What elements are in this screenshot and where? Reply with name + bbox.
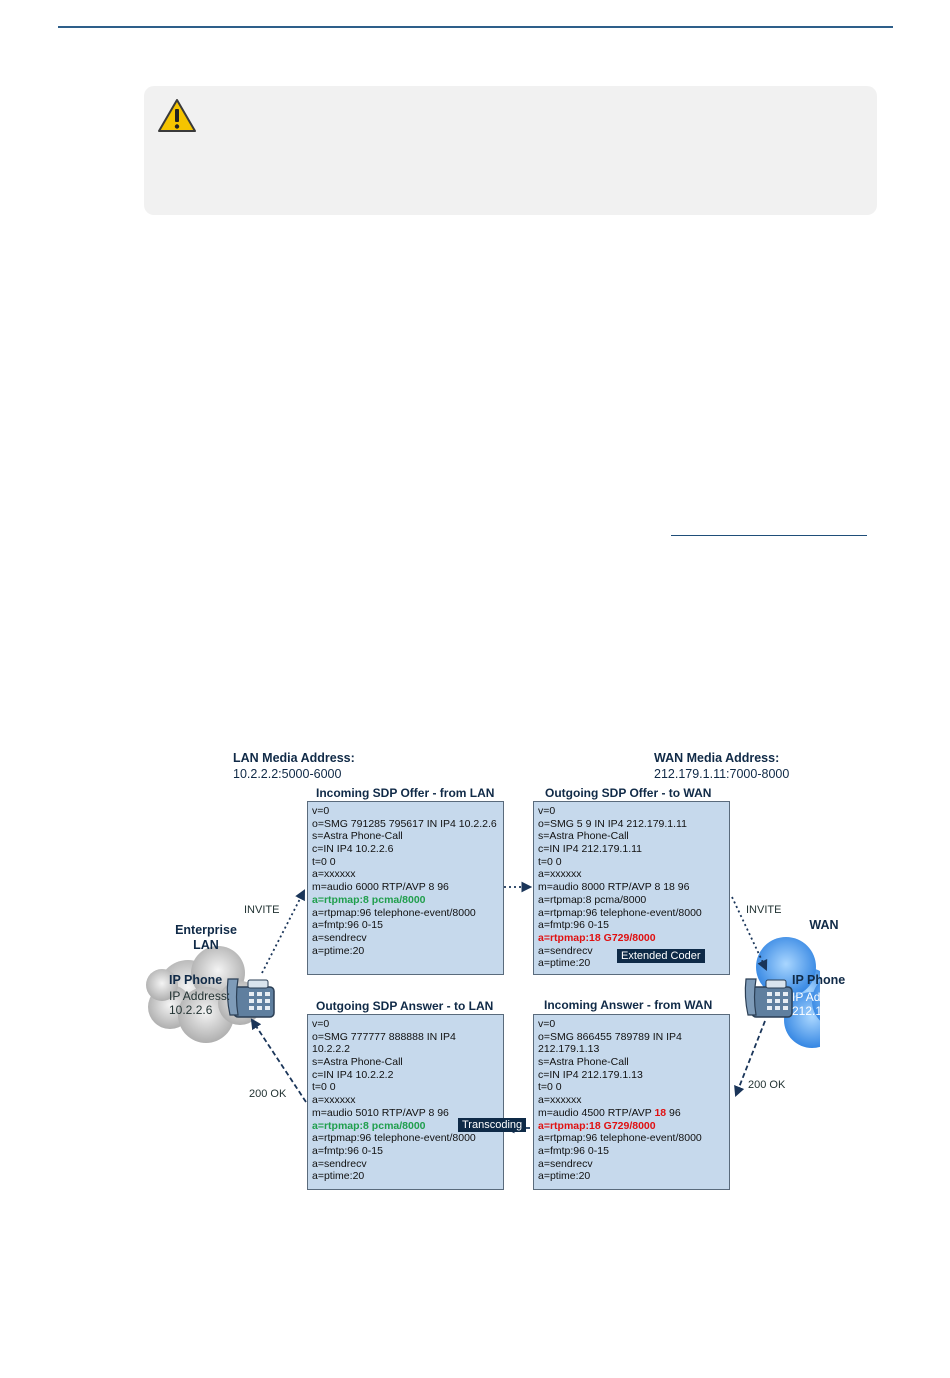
sdp-line-highlight: a=rtpmap:18 G729/8000 xyxy=(538,931,656,944)
sdp-line: m=audio 6000 RTP/AVP 8 96 xyxy=(312,881,449,894)
invite-arrow-wan xyxy=(731,896,768,971)
sdp-line: o=SMG 777777 888888 IN IP4 xyxy=(312,1030,456,1043)
sdp-line: a=sendrecv xyxy=(538,944,593,957)
sdp-line: a=xxxxxx xyxy=(538,1094,582,1107)
sdp-line-highlight: a=rtpmap:8 pcma/8000 xyxy=(312,893,426,906)
sdp-line: a=ptime:20 xyxy=(312,944,365,957)
lan-media-address: 10.2.2.2:5000-6000 xyxy=(233,767,342,781)
header-rule xyxy=(58,26,893,28)
outgoing-answer-box: v=0 o=SMG 777777 888888 IN IP4 10.2.2.2 … xyxy=(307,1014,504,1190)
lan-phone-title: IP Phone xyxy=(169,973,223,987)
incoming-offer-box: v=0 o=SMG 791285 795617 IN IP4 10.2.2.6 … xyxy=(307,801,504,975)
sdp-line: s=Astra Phone-Call xyxy=(538,1056,629,1069)
sdp-line: a=rtpmap:96 telephone-event/8000 xyxy=(312,906,476,919)
sdp-line: a=fmtp:96 0-15 xyxy=(312,919,383,932)
lan-phone-icon xyxy=(226,978,275,1018)
sdp-audio-codec-rest: 96 xyxy=(666,1106,681,1119)
incoming-offer-title: Incoming SDP Offer - from LAN xyxy=(316,786,495,800)
sdp-line: s=Astra Phone-Call xyxy=(312,1056,403,1069)
sdp-line-audio: m=audio 4500 RTP/AVP 18 96 xyxy=(538,1107,725,1120)
wan-media-title: WAN Media Address: xyxy=(654,751,780,765)
hyperlink-underline[interactable] xyxy=(671,535,867,536)
lan-phone-address-value: 10.2.2.6 xyxy=(169,1003,213,1017)
lan-phone-address-label: IP Address: xyxy=(169,989,231,1003)
sdp-audio-codec-highlight: 18 xyxy=(654,1106,667,1119)
sdp-line: a=ptime:20 xyxy=(538,1170,591,1183)
outgoing-offer-box: v=0 o=SMG 5 9 IN IP4 212.179.1.11 s=Astr… xyxy=(533,801,730,975)
sdp-line: t=0 0 xyxy=(538,1081,562,1094)
enterprise-lan-label: Enterprise LAN xyxy=(168,923,244,953)
invite-label-lan: INVITE xyxy=(244,904,280,916)
sdp-line: v=0 xyxy=(312,1018,330,1030)
sdp-line-highlight: a=rtpmap:18 G729/8000 xyxy=(538,1119,656,1132)
sdp-line: a=ptime:20 xyxy=(538,957,591,970)
sdp-line: s=Astra Phone-Call xyxy=(312,830,403,843)
ok-label-lan: 200 OK xyxy=(249,1088,287,1100)
sdp-line: a=fmtp:96 0-15 xyxy=(538,919,609,932)
wan-label: WAN xyxy=(809,918,839,932)
sdp-line: o=SMG 866455 789789 IN IP4 xyxy=(538,1030,682,1043)
sdp-line: a=sendrecv xyxy=(312,1157,367,1170)
extended-coder-tag: Extended Coder xyxy=(617,949,705,963)
sdp-line: v=0 xyxy=(312,805,330,817)
transcoding-tag: Transcoding xyxy=(458,1118,527,1132)
sdp-line: a=ptime:20 xyxy=(312,1170,365,1183)
invite-label-wan: INVITE xyxy=(746,904,782,916)
sdp-line: m=audio 5010 RTP/AVP 8 96 xyxy=(312,1106,449,1119)
sdp-line: v=0 xyxy=(538,1018,556,1030)
wan-phone-address: IP Address: 212.179.1.13 xyxy=(792,990,862,1018)
sdp-line: a=fmtp:96 0-15 xyxy=(312,1144,383,1157)
sdp-line: 212.179.1.13 xyxy=(538,1043,600,1056)
wan-media-address: 212.179.1.11:7000-8000 xyxy=(654,767,790,781)
wan-phone-title: IP Phone xyxy=(792,973,846,987)
sdp-line: 10.2.2.2 xyxy=(312,1043,350,1056)
sdp-line: o=SMG 5 9 IN IP4 212.179.1.11 xyxy=(538,817,687,830)
sdp-line: a=xxxxxx xyxy=(538,868,582,881)
sdp-line: a=rtpmap:96 telephone-event/8000 xyxy=(538,1132,702,1145)
enterprise-lan-label-line1: Enterprise xyxy=(175,923,237,937)
ok-label-wan: 200 OK xyxy=(748,1079,786,1091)
sdp-line: c=IN IP4 10.2.2.2 xyxy=(312,1068,394,1081)
sdp-line: a=fmtp:96 0-15 xyxy=(538,1144,609,1157)
sdp-line: m=audio 8000 RTP/AVP 8 18 96 xyxy=(538,881,690,894)
sdp-line-highlight: a=rtpmap:8 pcma/8000 xyxy=(312,1119,426,1132)
ok-arrow-lan xyxy=(250,1018,307,1103)
lan-media-title: LAN Media Address: xyxy=(233,751,355,765)
sdp-line: t=0 0 xyxy=(312,1081,336,1094)
sdp-line: a=rtpmap:96 telephone-event/8000 xyxy=(538,906,702,919)
ok-arrow-wan xyxy=(734,1020,766,1098)
warning-icon xyxy=(158,99,196,132)
lan-phone-address: IP Address: 10.2.2.6 xyxy=(169,989,230,1017)
sdp-line: c=IN IP4 10.2.2.6 xyxy=(312,843,394,856)
sdp-line: t=0 0 xyxy=(538,855,562,868)
sdp-line: a=sendrecv xyxy=(538,1157,593,1170)
sdp-line: c=IN IP4 212.179.1.13 xyxy=(538,1068,643,1081)
sdp-line: t=0 0 xyxy=(312,855,336,868)
outgoing-answer-title: Outgoing SDP Answer - to LAN xyxy=(316,999,494,1013)
sdp-line: s=Astra Phone-Call xyxy=(538,830,629,843)
wan-phone-icon xyxy=(744,978,793,1018)
sdp-line: o=SMG 791285 795617 IN IP4 10.2.2.6 xyxy=(312,817,497,830)
invite-arrow-lan xyxy=(261,889,305,974)
outgoing-offer-title: Outgoing SDP Offer - to WAN xyxy=(545,786,712,800)
enterprise-lan-label-line2: LAN xyxy=(193,938,219,952)
sdp-line: v=0 xyxy=(538,805,556,817)
sdp-audio-prefix: m=audio 4500 RTP/AVP xyxy=(538,1106,652,1119)
diagram-graphics xyxy=(146,881,820,1134)
warning-note-box xyxy=(144,86,877,215)
sdp-line: a=rtpmap:96 telephone-event/8000 xyxy=(312,1132,476,1145)
wan-phone-address-value: 212.179.1.13 xyxy=(792,1004,863,1018)
sdp-transcoding-diagram: LAN Media Address: 10.2.2.2:5000-6000 WA… xyxy=(140,745,862,1205)
wan-phone-address-label: IP Address: xyxy=(792,990,854,1004)
sdp-line: c=IN IP4 212.179.1.11 xyxy=(538,843,643,856)
sdp-line: a=rtpmap:8 pcma/8000 xyxy=(538,893,647,906)
incoming-answer-box: v=0 o=SMG 866455 789789 IN IP4 212.179.1… xyxy=(533,1014,730,1190)
sdp-line: a=xxxxxx xyxy=(312,868,356,881)
incoming-answer-title: Incoming Answer - from WAN xyxy=(544,998,713,1012)
sdp-line: a=sendrecv xyxy=(312,931,367,944)
sdp-line: a=xxxxxx xyxy=(312,1094,356,1107)
